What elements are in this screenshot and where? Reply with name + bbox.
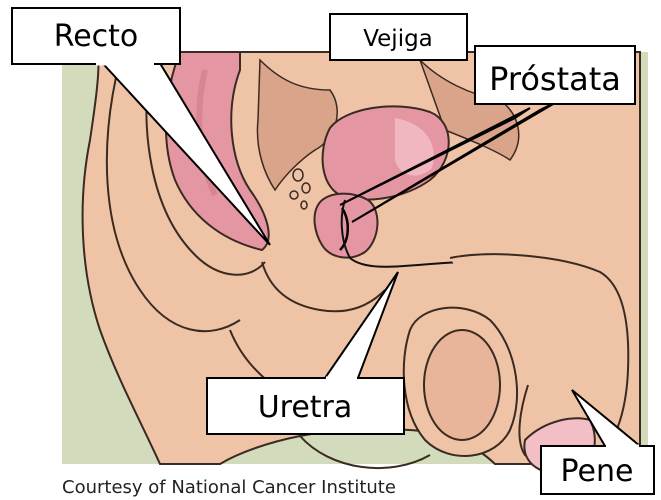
pene-label: Pene xyxy=(561,454,634,489)
credit-text: Courtesy of National Cancer Institute xyxy=(62,477,396,498)
recto-label: Recto xyxy=(54,19,139,54)
uretra-label: Uretra xyxy=(258,390,353,425)
testicle-shape xyxy=(424,330,500,440)
prostata-label: Próstata xyxy=(489,60,621,98)
vejiga-label: Vejiga xyxy=(363,26,433,52)
